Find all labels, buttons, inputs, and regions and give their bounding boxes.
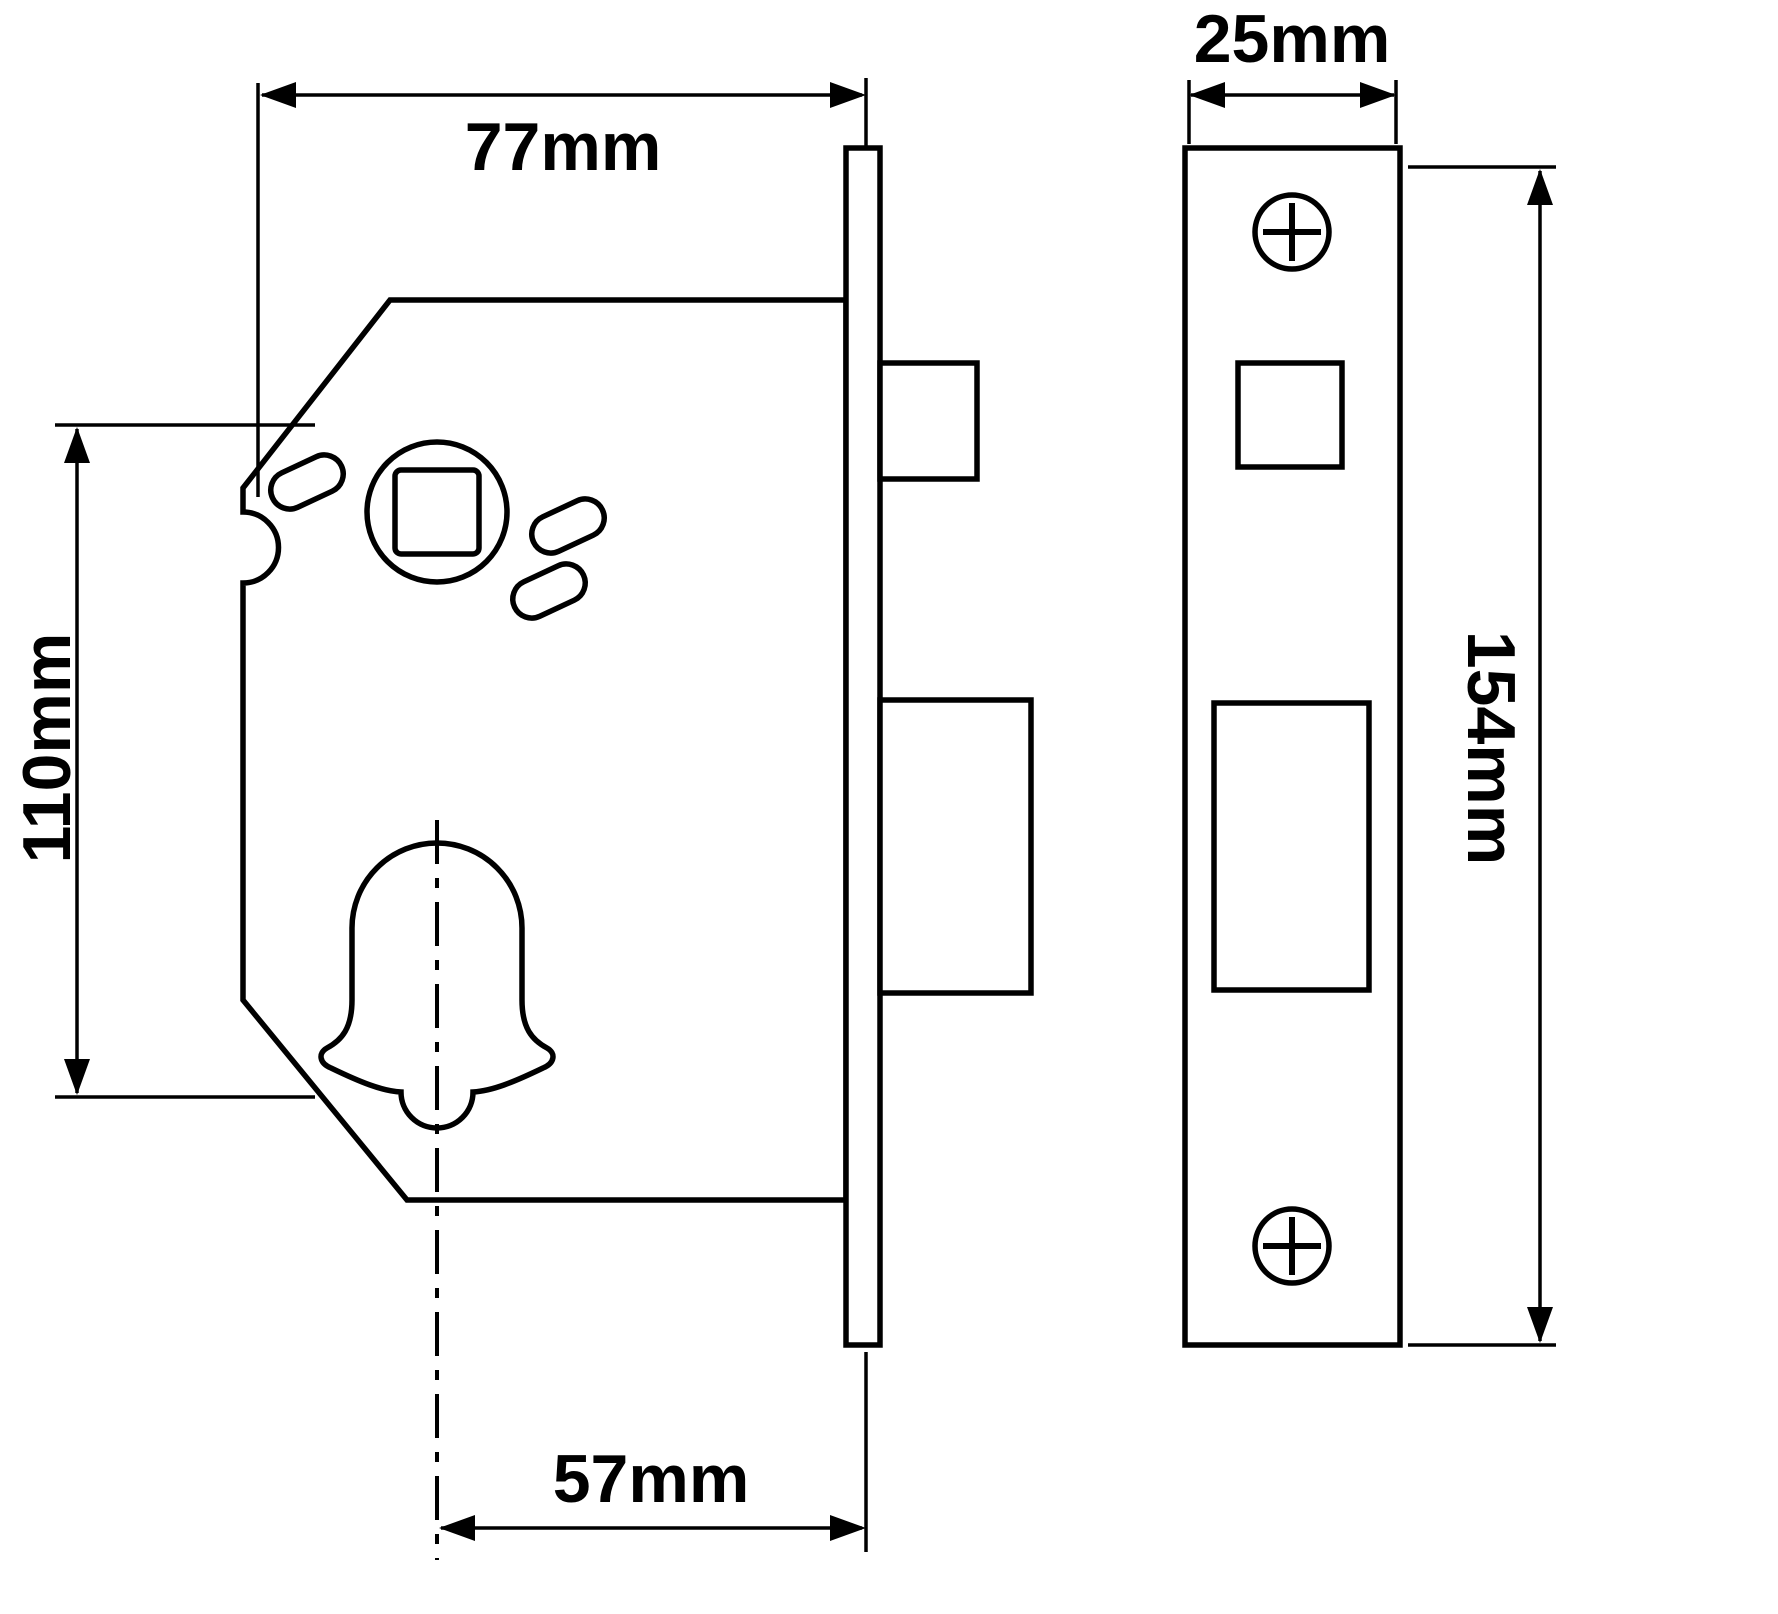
- dim-77-arrow-left: [260, 82, 296, 108]
- dim-110-label: 110mm: [9, 633, 85, 864]
- dim-case-height-group: 110mm: [9, 423, 315, 1099]
- dim-faceplate-width-group: 25mm: [1187, 1, 1398, 144]
- dim-backset-group: 57mm: [439, 1352, 868, 1552]
- deadbolt: [877, 697, 1034, 996]
- dim-154-label: 154mm: [1453, 631, 1529, 865]
- screw-slot-oval-1: [268, 452, 346, 512]
- side-view-group: [240, 145, 1034, 1560]
- dim-154-arrow-top: [1527, 169, 1553, 205]
- dim-57-arrow-left: [439, 1515, 475, 1541]
- dim-25-label: 25mm: [1194, 1, 1391, 77]
- faceplate-bolt-opening: [1211, 700, 1372, 993]
- dim-25-arrow-right: [1360, 82, 1396, 108]
- dim-77-arrow-right: [830, 82, 866, 108]
- latch-bolt: [877, 360, 980, 482]
- dim-110-arrow-top: [64, 427, 90, 463]
- dim-25-arrow-left: [1189, 82, 1225, 108]
- faceplate-view-group: [1182, 145, 1403, 1348]
- faceplate-latch-opening: [1235, 360, 1345, 470]
- spindle-hole-square: [392, 467, 482, 557]
- screw-bottom-icon: [1252, 1206, 1332, 1286]
- dim-77-label: 77mm: [465, 109, 662, 185]
- screw-slot-oval-3: [510, 561, 588, 621]
- dim-57-arrow-right: [830, 1515, 866, 1541]
- screw-top-icon: [1252, 192, 1332, 272]
- dim-case-width-group: 77mm: [256, 78, 868, 497]
- dim-110-arrow-bottom: [64, 1059, 90, 1095]
- screw-slot-oval-2: [529, 496, 607, 556]
- dim-154-arrow-bottom: [1527, 1307, 1553, 1343]
- faceplate-side: [843, 145, 883, 1348]
- dim-57-label: 57mm: [553, 1441, 750, 1517]
- dim-faceplate-height-group: 154mm: [1408, 165, 1556, 1347]
